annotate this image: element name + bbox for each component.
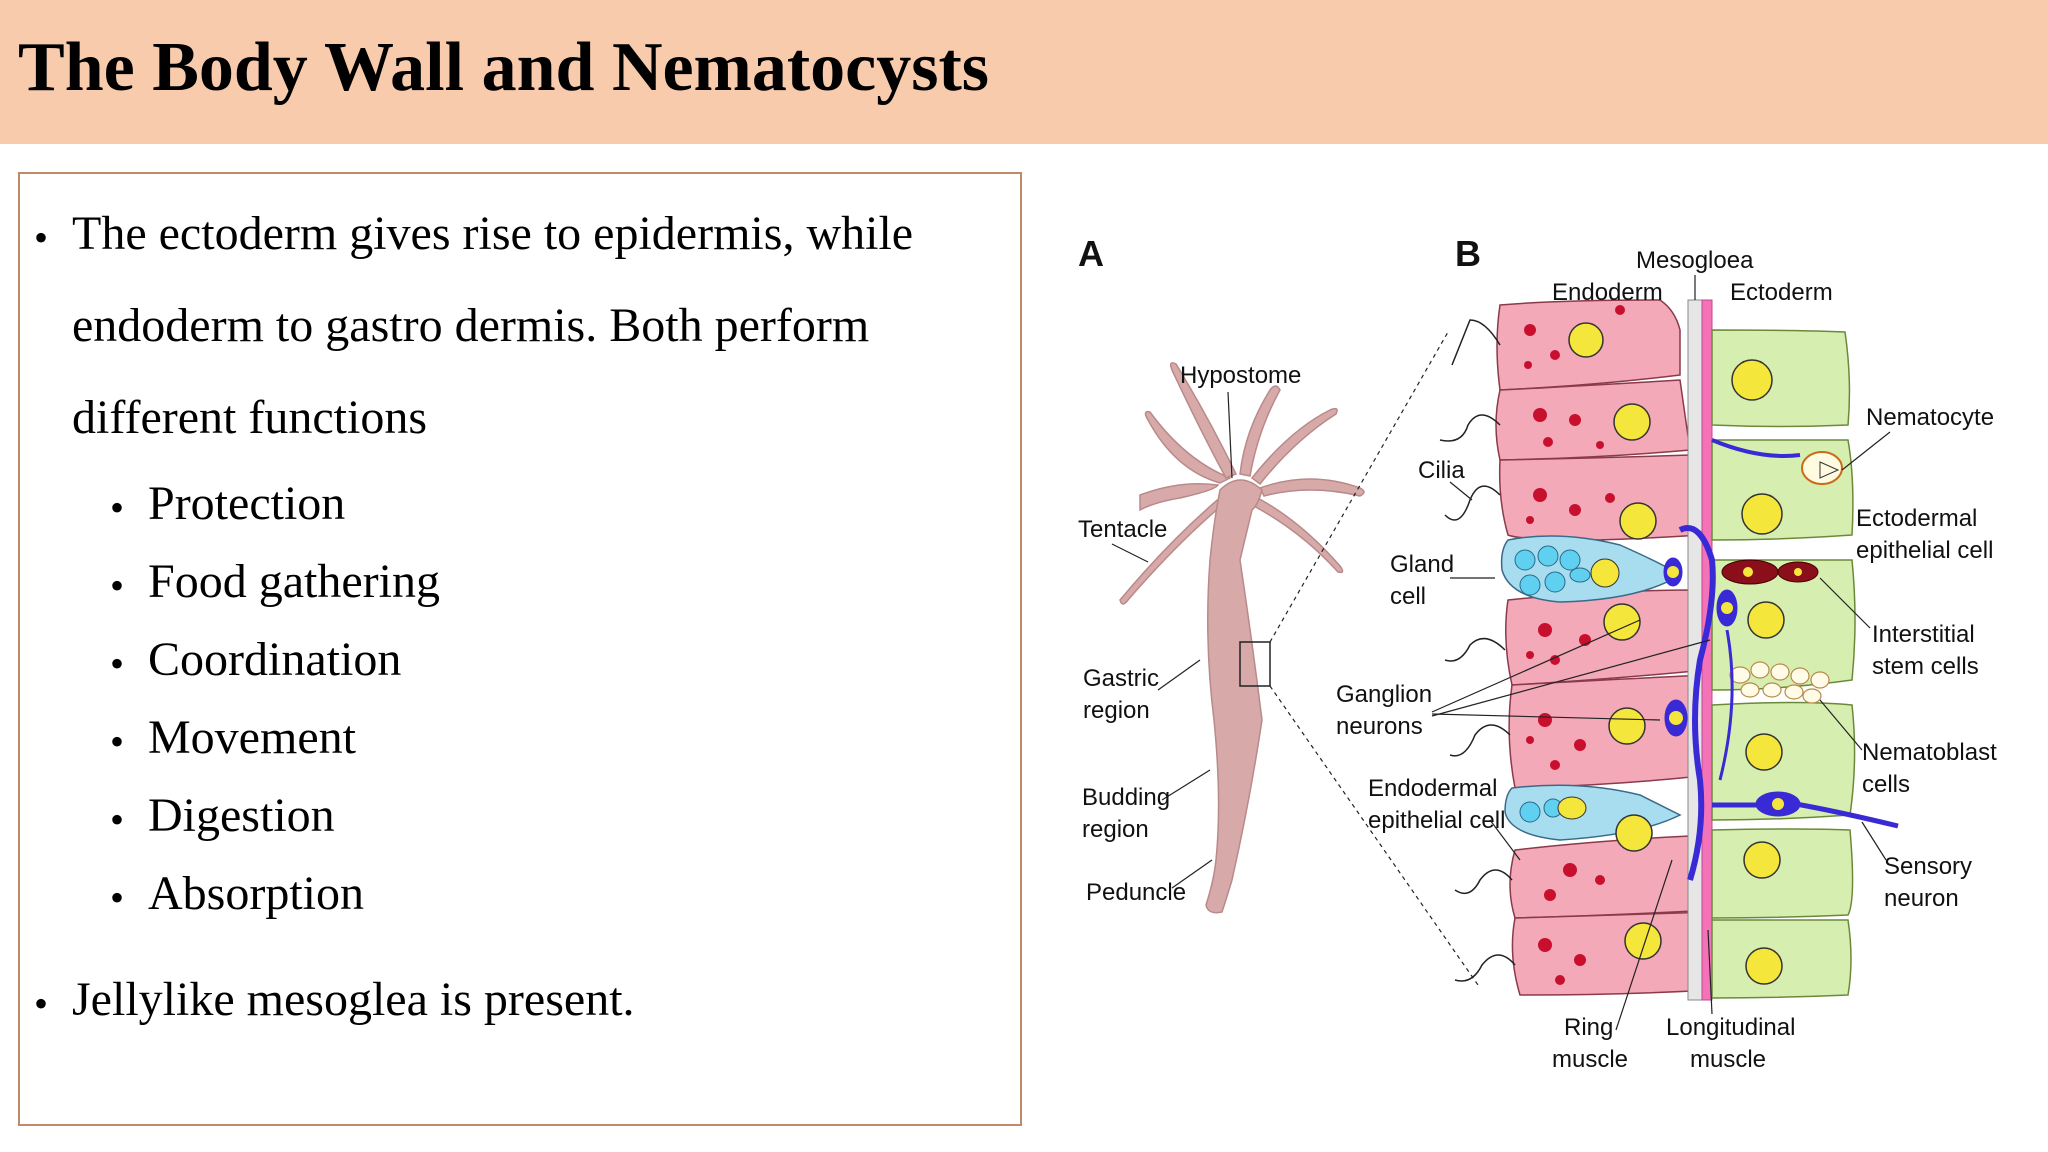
bullet1-line1: The ectoderm gives rise to epidermis, wh… [72, 207, 914, 260]
ring-muscle-label: Ring [1564, 1014, 1613, 1041]
budding-label: Budding [1082, 784, 1170, 811]
bullet-marker: • [34, 981, 49, 1026]
bullet1-line2: endoderm to gastro dermis. Both perform [72, 299, 870, 352]
zoom-box [1239, 641, 1271, 687]
function-item: Digestion [148, 789, 335, 842]
nematocyte-label: Nematocyte [1866, 404, 1994, 431]
panel-a-label: A [1078, 233, 1104, 274]
ectodermal-epithelial-label: epithelial cell [1856, 537, 1993, 564]
text-box [18, 172, 1022, 1126]
neuron-network [1663, 438, 1899, 881]
bullet2-text: Jellylike mesoglea is present. [72, 973, 635, 1026]
sub-bullet-marker: • [110, 641, 125, 686]
nematoblast-label: Nematoblast [1862, 739, 1997, 766]
peduncle-label: Peduncle [1086, 879, 1186, 906]
nematocyte-capsule [1801, 451, 1843, 485]
title-bar [0, 0, 2048, 144]
tentacle-label: Tentacle [1078, 516, 1167, 543]
endoderm-label: Endoderm [1552, 279, 1663, 306]
function-item: Food gathering [148, 555, 440, 608]
sensory-label: neuron [1884, 885, 1959, 912]
ganglion-label: Ganglion [1336, 681, 1432, 708]
gastric-label: Gastric [1083, 665, 1159, 692]
interstitial-stem-cells [1721, 559, 1819, 585]
gland-cell [1500, 535, 1682, 841]
hypostome-label: Hypostome [1180, 362, 1301, 389]
interstitial-label: Interstitial [1872, 621, 1975, 648]
sub-bullet-marker: • [110, 875, 125, 920]
nematoblast-cells [1729, 661, 1830, 704]
slide-title: The Body Wall and Nematocysts [18, 29, 990, 106]
sensory-label: Sensory [1884, 853, 1972, 880]
sub-bullet-marker: • [110, 797, 125, 842]
gland-cell-label: cell [1390, 583, 1426, 610]
cilia [1439, 319, 1516, 982]
ectodermal-epithelial-label: Ectodermal [1856, 505, 1977, 532]
endodermal-epithelial-label: epithelial cell [1368, 807, 1505, 834]
sub-bullet-marker: • [110, 485, 125, 530]
mesogloea-label: Mesogloea [1636, 247, 1754, 274]
ectoderm-nucleus [1731, 359, 1785, 985]
nematoblast-label: cells [1862, 771, 1910, 798]
longitudinal-muscle-label: Longitudinal [1666, 1014, 1795, 1041]
ectoderm-label: Ectoderm [1730, 279, 1833, 306]
sub-bullet-marker: • [110, 563, 125, 608]
longitudinal-muscle-label: muscle [1690, 1046, 1766, 1073]
function-item: Absorption [148, 867, 364, 920]
function-item: Movement [148, 711, 356, 764]
budding-label: region [1082, 816, 1149, 843]
cilia-label: Cilia [1418, 457, 1465, 484]
ring-muscle-label: muscle [1552, 1046, 1628, 1073]
gland-cell-label: Gland [1390, 551, 1454, 578]
panel-b-label: B [1455, 233, 1481, 274]
bullet1-line3: different functions [72, 391, 428, 444]
zoom-line [1269, 331, 1449, 643]
endodermal-epithelial-label: Endodermal [1368, 775, 1497, 802]
ganglion-label: neurons [1336, 713, 1423, 740]
sub-bullet-marker: • [110, 719, 125, 764]
function-item: Protection [148, 477, 346, 530]
bullet-marker: • [34, 215, 49, 260]
function-item: Coordination [148, 633, 402, 686]
endoderm-nucleus [1568, 322, 1662, 960]
gastric-label: region [1083, 697, 1150, 724]
hydra-body [1119, 362, 1365, 914]
endoderm-layer [1495, 299, 1713, 996]
interstitial-label: stem cells [1872, 653, 1979, 680]
